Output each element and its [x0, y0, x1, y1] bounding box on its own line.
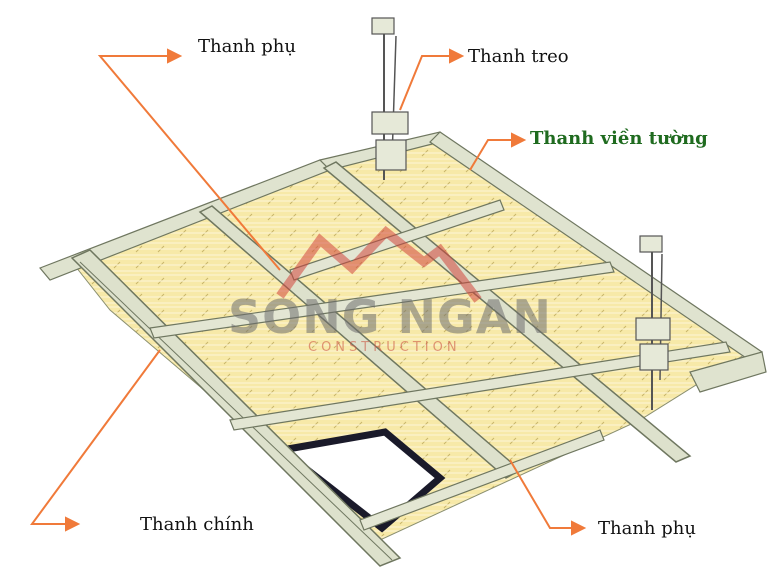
arrows: [30, 48, 587, 536]
arrow-thanh-treo: [399, 55, 450, 111]
hanger-rod-2: [635, 235, 671, 410]
hanger-rod-1: [371, 17, 409, 180]
watermark-title: SONG NGAN: [228, 290, 552, 344]
arrow-thanh-chinh: [30, 349, 161, 525]
watermark-subtitle: CONSTRUCTION: [308, 340, 461, 355]
arrow-thanh-vien-tuong: [469, 139, 512, 171]
arrow-thanh-phu-bottom: [509, 459, 572, 529]
label-thanh-chinh: Thanh chính: [140, 514, 254, 535]
label-thanh-phu-top: Thanh phụ: [198, 36, 296, 57]
watermark-logo-mark: [276, 225, 482, 303]
open-tile: [273, 428, 446, 533]
wall-angle-rail: [39, 131, 767, 393]
label-thanh-phu-bottom: Thanh phụ: [598, 518, 696, 539]
label-thanh-vien-tuong: Thanh viền tường: [530, 128, 708, 149]
label-thanh-treo: Thanh treo: [468, 46, 569, 67]
arrow-thanh-phu-top: [97, 55, 281, 271]
